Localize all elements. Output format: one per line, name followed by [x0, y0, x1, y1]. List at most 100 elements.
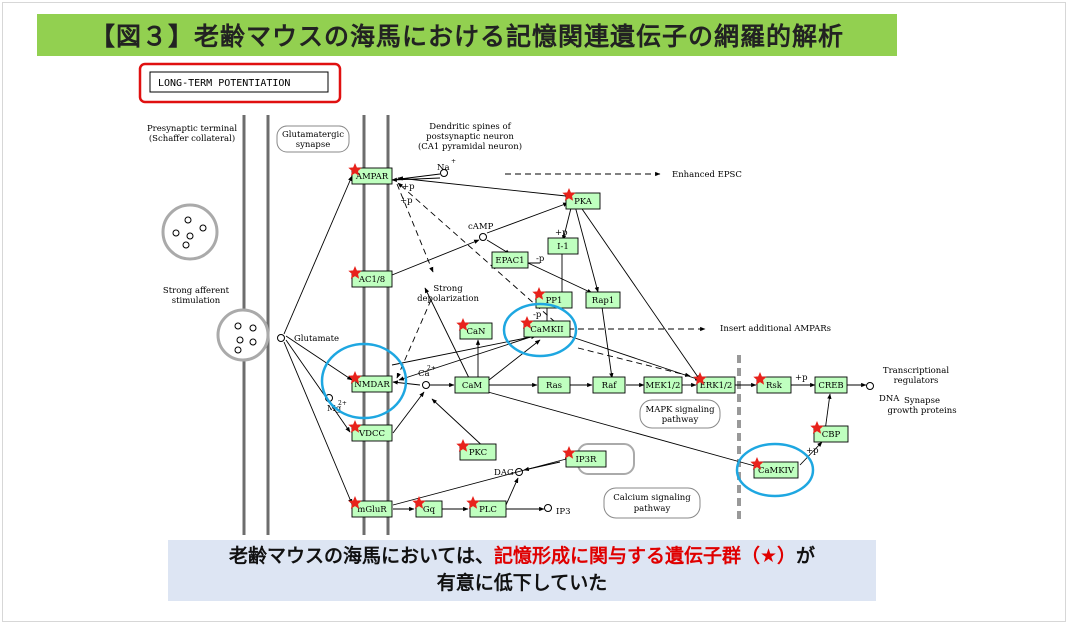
gene-label-i1: I-1 — [557, 242, 569, 252]
gene-box-rap1[interactable]: Rap1 — [585, 291, 621, 309]
gene-rect-i1 — [547, 237, 579, 255]
star-icon — [348, 163, 362, 176]
gene-box-ip3r[interactable]: IP3R — [562, 446, 607, 468]
dna-node — [866, 382, 874, 390]
label-ca: Ca — [418, 369, 430, 379]
label-plus-p-5: +p — [806, 446, 819, 456]
star-icon — [412, 496, 426, 509]
label-minus-p-1: -p — [536, 254, 545, 264]
gene-box-pka[interactable]: PKA — [562, 188, 601, 210]
gene-box-ampar[interactable]: AMPAR — [348, 163, 393, 185]
region-glutamatergic: Glutamatergic — [282, 130, 344, 140]
gene-rect-epac1 — [491, 251, 529, 269]
gene-label-camkii: CaMKII — [530, 325, 563, 335]
gene-box-epac1[interactable]: EPAC1 — [491, 251, 529, 269]
gene-rect-ac18 — [351, 270, 393, 288]
release-circle — [216, 308, 270, 362]
gene-rect-vdcc — [351, 424, 393, 442]
gene-box-mek12[interactable]: MEK1/2 — [643, 376, 683, 394]
gene-label-epac1: EPAC1 — [495, 256, 524, 266]
gene-box-erk12[interactable]: ERK1/2 — [693, 372, 736, 394]
gene-box-rsk[interactable]: Rsk — [753, 372, 792, 394]
gene-rect-mglur — [351, 500, 393, 518]
gene-box-gq[interactable]: Gq — [412, 496, 443, 518]
star-icon — [750, 457, 764, 470]
star-icon — [532, 287, 546, 300]
label-na-sup: + — [451, 158, 456, 165]
caption-box: 老齢マウスの海馬においては、記憶形成に関与する遺伝子群（★）が 有意に低下してい… — [168, 540, 876, 601]
label-synapse: Synapse — [904, 396, 940, 406]
label-ip3: IP3 — [556, 507, 571, 517]
gene-label-camkiv: CaMKIV — [758, 466, 795, 476]
gene-box-ras[interactable]: Ras — [537, 376, 571, 394]
gene-box-nmdar[interactable]: NMDAR — [348, 371, 393, 393]
label-plus-p-2: +p — [400, 196, 413, 206]
star-icon — [348, 496, 362, 509]
slide-title-bar: 【図３】老齢マウスの海馬における記憶関連遺伝子の網羅的解析 — [37, 14, 897, 56]
label-dna: DNA — [879, 394, 900, 404]
star-icon — [466, 496, 480, 509]
gene-rect-creb — [814, 376, 848, 394]
label-strong-depol-sub: depolarization — [417, 294, 479, 304]
gene-box-creb[interactable]: CREB — [814, 376, 848, 394]
label-ca-sup: 2+ — [427, 365, 436, 372]
region-dendritic: Dendritic spines of — [429, 122, 511, 132]
gene-label-erk12: ERK1/2 — [700, 381, 733, 391]
gene-label-nmdar: NMDAR — [354, 380, 390, 390]
gene-box-cam[interactable]: CaM — [454, 376, 490, 394]
gene-box-plc[interactable]: PLC — [466, 496, 507, 518]
caption-line1: 老齢マウスの海馬においては、記憶形成に関与する遺伝子群（★）が — [168, 543, 876, 570]
gene-box-can[interactable]: CaN — [456, 318, 493, 340]
gene-rect-can — [459, 322, 493, 340]
region-dendritic-sub2: (CA1 pyramidal neuron) — [418, 141, 522, 152]
gene-rect-pkc — [459, 443, 497, 461]
region-glutamatergic-sub: synapse — [296, 140, 331, 150]
region-dendritic-sub: postsynaptic neuron — [426, 132, 514, 142]
label-camp: cAMP — [468, 222, 494, 232]
star-icon — [562, 188, 576, 201]
ca-node — [422, 381, 430, 389]
calcium-pathway-label: Calcium signaling — [613, 493, 691, 503]
gene-label-vdcc: VDCC — [358, 429, 385, 439]
gene-box-camkiv[interactable]: CaMKIV — [750, 457, 799, 479]
label-insert-ampars: Insert additional AMPARs — [720, 324, 831, 334]
gene-label-cbp: CBP — [822, 430, 841, 440]
gene-box-ac18[interactable]: AC1/8 — [348, 266, 393, 288]
label-dag: DAG — [494, 468, 514, 478]
gene-box-pkc[interactable]: PKC — [456, 439, 497, 461]
star-icon — [348, 371, 362, 384]
caption-line1-a: 老齢マウスの海馬においては、 — [228, 545, 494, 567]
star-icon — [456, 318, 470, 331]
gene-label-mek12: MEK1/2 — [646, 381, 681, 391]
gene-rect-cam — [454, 376, 490, 394]
star-icon — [693, 372, 707, 385]
gene-box-i1[interactable]: I-1 — [547, 237, 579, 255]
region-presynaptic-sub: (Schaffer collateral) — [149, 133, 235, 144]
star-icon — [520, 316, 534, 329]
highlight-camkiv — [735, 442, 815, 498]
star-icon — [456, 439, 470, 452]
calcium-pathway-box[interactable] — [603, 487, 701, 519]
gene-box-vdcc[interactable]: VDCC — [348, 420, 393, 442]
gene-box-camkii[interactable]: CaMKII — [520, 316, 571, 338]
highlight-camkii — [502, 302, 578, 358]
gene-box-mglur[interactable]: mGluR — [348, 496, 393, 518]
gene-label-ac18: AC1/8 — [358, 275, 385, 285]
gene-label-plc: PLC — [479, 505, 497, 515]
gene-rect-ras — [537, 376, 571, 394]
mapk-pathway-label-sub: pathway — [662, 415, 699, 425]
solid-arrows — [283, 173, 867, 512]
region-presynaptic: Presynaptic terminal — [147, 124, 237, 134]
mapk-pathway-box[interactable] — [639, 399, 721, 429]
label-stimulation: stimulation — [172, 296, 221, 306]
gene-label-mglur: mGluR — [357, 505, 387, 515]
mapk-pathway-label: MAPK signaling — [645, 405, 715, 415]
caption-line1-b: が — [796, 545, 816, 567]
gene-label-ras: Ras — [546, 381, 562, 391]
gene-box-raf[interactable]: Raf — [592, 376, 626, 394]
gene-box-cbp[interactable]: CBP — [810, 421, 849, 443]
gene-rect-pka — [565, 192, 601, 210]
gene-rect-rsk — [756, 376, 792, 394]
